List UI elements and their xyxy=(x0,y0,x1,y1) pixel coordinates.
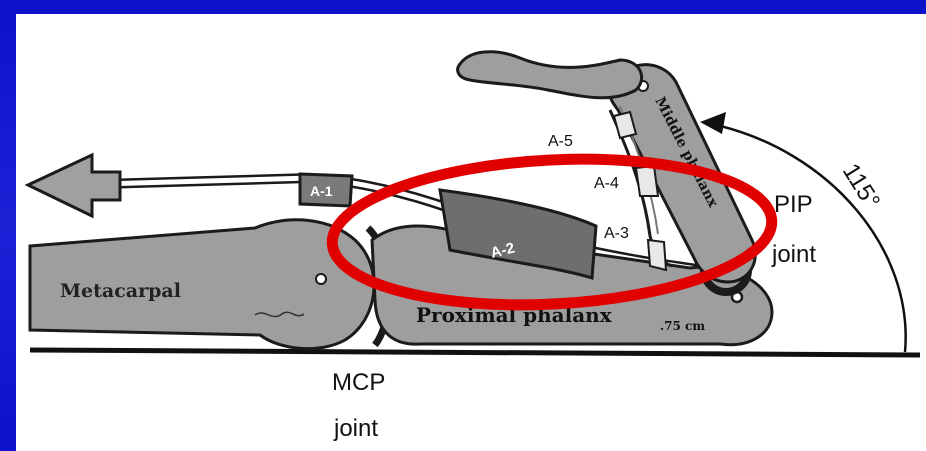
mcp-joint-center xyxy=(316,274,326,284)
mcp-joint-label-line2: joint xyxy=(333,415,378,442)
pulley-a3-label: A-3 xyxy=(604,225,629,242)
pulley-a4-label: A-4 xyxy=(594,175,619,192)
metacarpal-label: Metacarpal xyxy=(60,280,181,302)
distal-phalanx-bone xyxy=(458,52,642,98)
pull-arrow-icon xyxy=(28,155,120,216)
mcp-joint-label-line1: MCP xyxy=(332,369,385,396)
pulley-a1-label: A-1 xyxy=(310,183,333,199)
angle-arrowhead-icon xyxy=(700,112,726,134)
pulley-a3 xyxy=(648,240,666,270)
pip-joint-label-line1: PIP xyxy=(774,191,813,218)
pip-joint-label-line2: joint xyxy=(771,241,816,268)
distance-label: .75 cm xyxy=(660,319,705,333)
flexion-angle-label: 115° xyxy=(837,159,885,214)
pulley-a5-label: A-5 xyxy=(548,133,573,150)
pulley-a4 xyxy=(636,166,658,196)
baseline xyxy=(30,350,920,355)
